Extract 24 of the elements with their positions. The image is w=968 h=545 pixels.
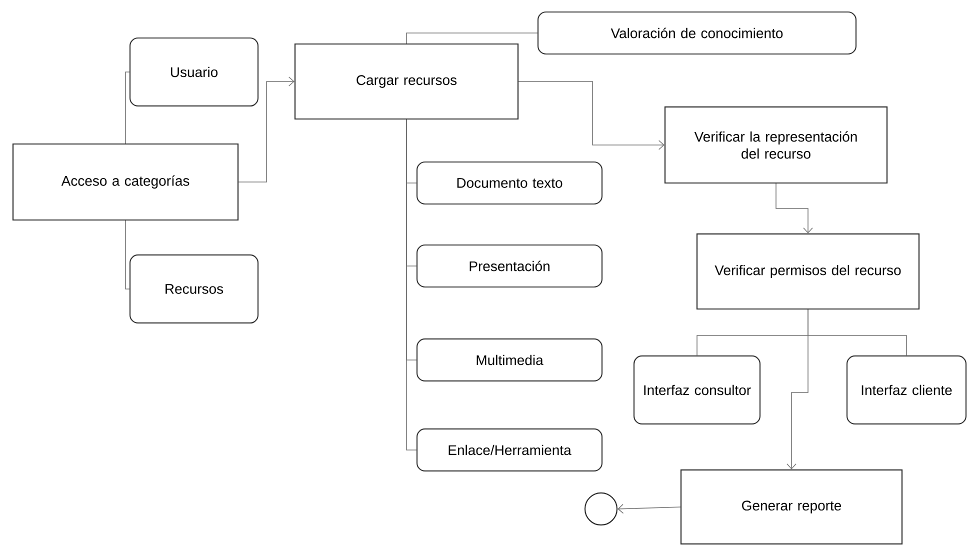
process-box: Generar reporte [680,469,903,545]
connector-line [125,220,130,290]
process-box: Acceso a categorías [12,143,239,221]
rounded-box: Valoración de conocimiento [537,11,857,55]
arrow [786,309,808,470]
rounded-box: Documento texto [416,161,603,205]
rounded-box: Multimedia [416,338,603,382]
rounded-box: Interfaz cliente [846,355,967,425]
rounded-box: Usuario [129,37,259,107]
connector-line [406,119,417,450]
rounded-box: Enlace/Herramienta [416,428,603,472]
process-box: Verificar la representación del recurso [664,106,888,184]
process-box: Cargar recursos [294,43,519,120]
end-circle [584,492,618,526]
process-box: Verificar permisos del recurso [696,233,920,310]
rounded-box: Interfaz consultor [633,355,761,425]
arrow [776,183,813,234]
rounded-box: Recursos [129,254,259,324]
arrow [238,76,294,182]
arrow [618,504,681,514]
connector-line [406,32,538,44]
arrow [518,81,664,150]
rounded-box: Presentación [416,244,603,288]
connector-line [125,72,130,144]
